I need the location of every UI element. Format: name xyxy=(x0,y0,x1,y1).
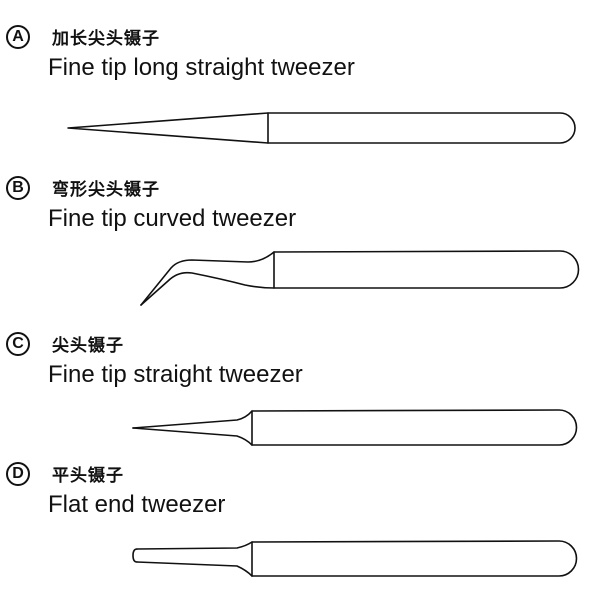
chinese-label-d: 平头镊子 xyxy=(52,466,124,486)
tweezer-c-illustration xyxy=(132,409,578,446)
letter-badge-a: A xyxy=(6,24,30,49)
chinese-label-c: 尖头镊子 xyxy=(52,336,124,356)
tweezer-a-illustration xyxy=(67,112,576,144)
chinese-label-a: 加长尖头镊子 xyxy=(52,29,160,49)
tweezer-b-illustration xyxy=(140,250,580,306)
letter-badge-b: B xyxy=(6,175,30,200)
chinese-label-b: 弯形尖头镊子 xyxy=(52,180,160,200)
english-label-c: Fine tip straight tweezer xyxy=(48,361,303,388)
tweezer-d-illustration xyxy=(132,540,578,577)
english-label-d: Flat end tweezer xyxy=(48,491,226,518)
letter-badge-c: C xyxy=(6,331,30,356)
letter-badge-d: D xyxy=(6,461,30,486)
english-label-b: Fine tip curved tweezer xyxy=(48,205,297,232)
english-label-a: Fine tip long straight tweezer xyxy=(48,54,355,81)
